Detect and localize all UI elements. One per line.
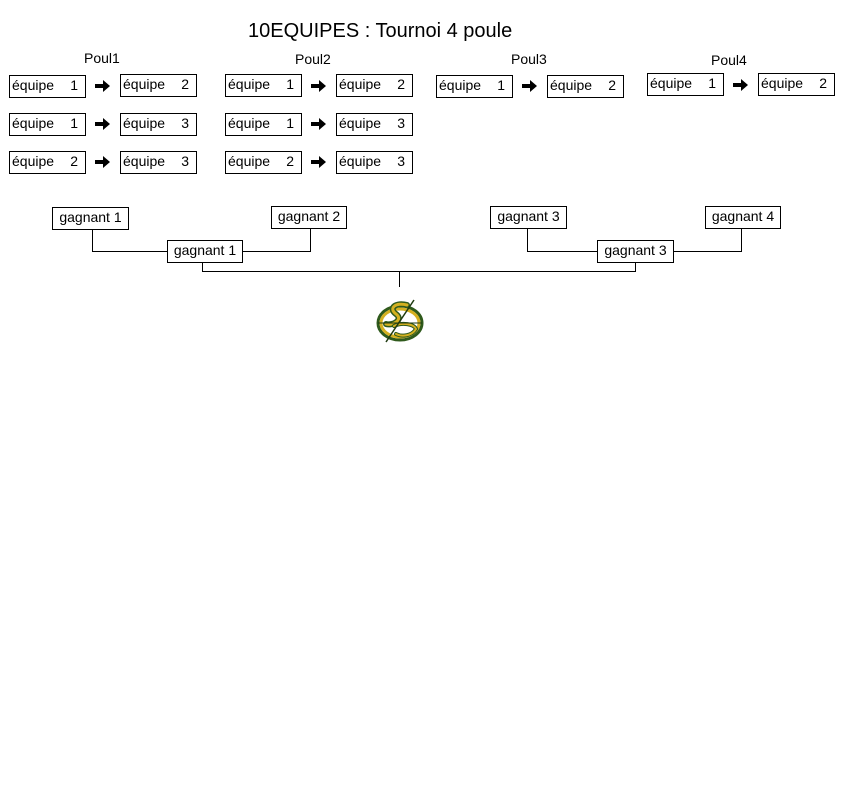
arrow-right-icon [95,117,111,131]
pool-label-3: Poul3 [511,51,547,67]
team-number: 1 [708,75,716,91]
arrow-right-icon [733,78,749,92]
arrow-right-icon [522,79,538,93]
bracket-line [202,262,203,272]
arrow-right-icon [95,155,111,169]
team-number: 2 [819,75,827,91]
team-label: équipe [12,153,55,169]
team-number: 3 [181,153,189,169]
team-box: équipe 2 [9,151,86,174]
team-number: 1 [70,77,78,93]
winner-box-pool-1: gagnant 1 [52,207,129,230]
team-box: équipe 1 [9,113,86,136]
team-label: équipe [339,76,382,92]
team-label: équipe [550,77,593,93]
bracket-line [242,251,311,252]
team-number: 1 [286,115,294,131]
bracket-line [527,229,528,252]
bracket-line [673,251,742,252]
team-box: équipe 1 [225,113,302,136]
team-number: 1 [286,76,294,92]
team-label: équipe [228,115,271,131]
team-box: équipe 3 [336,151,413,174]
team-number: 2 [286,153,294,169]
team-label: équipe [123,76,166,92]
team-label: équipe [339,153,382,169]
team-box: équipe 2 [336,74,413,97]
team-label: équipe [12,77,55,93]
team-box: équipe 1 [647,73,724,96]
semifinal-winner-box-left: gagnant 1 [167,240,243,263]
team-label: équipe [12,115,55,131]
team-box: équipe 2 [120,74,197,97]
team-number: 2 [397,76,405,92]
arrow-right-icon [311,117,327,131]
team-number: 3 [397,153,405,169]
team-label: équipe [761,75,804,91]
team-box: équipe 2 [758,73,835,96]
bracket-line [399,271,400,287]
team-label: équipe [228,76,271,92]
team-box: équipe 1 [225,74,302,97]
pool-label-4: Poul4 [711,52,747,68]
team-label: équipe [339,115,382,131]
bracket-line [741,229,742,252]
team-label: équipe [123,115,166,131]
winner-box-pool-4: gagnant 4 [705,206,781,229]
team-number: 1 [70,115,78,131]
team-number: 2 [181,76,189,92]
page-title: 10EQUIPES : Tournoi 4 poule [248,20,513,42]
pool-label-1: Poul1 [84,50,120,66]
team-box: équipe 3 [120,151,197,174]
arrow-right-icon [311,79,327,93]
team-number: 3 [397,115,405,131]
team-box: équipe 2 [225,151,302,174]
team-label: équipe [439,77,482,93]
bracket-line [635,262,636,272]
team-number: 1 [497,77,505,93]
winner-box-pool-3: gagnant 3 [490,206,567,229]
team-number: 2 [70,153,78,169]
bracket-line [527,251,598,252]
semifinal-winner-box-right: gagnant 3 [597,240,674,263]
team-box: équipe 3 [336,113,413,136]
team-label: équipe [650,75,693,91]
team-box: équipe 3 [120,113,197,136]
team-label: équipe [123,153,166,169]
bracket-line [92,229,93,252]
arrow-right-icon [95,79,111,93]
bracket-line [310,229,311,252]
team-box: équipe 1 [436,75,513,98]
bracket-line [202,271,636,272]
arrow-right-icon [311,155,327,169]
pool-label-2: Poul2 [295,51,331,67]
club-logo-icon [376,299,424,343]
team-label: équipe [228,153,271,169]
winner-box-pool-2: gagnant 2 [271,206,347,229]
team-box: équipe 1 [9,75,86,98]
team-number: 2 [608,77,616,93]
team-number: 3 [181,115,189,131]
bracket-line [92,251,168,252]
team-box: équipe 2 [547,75,624,98]
